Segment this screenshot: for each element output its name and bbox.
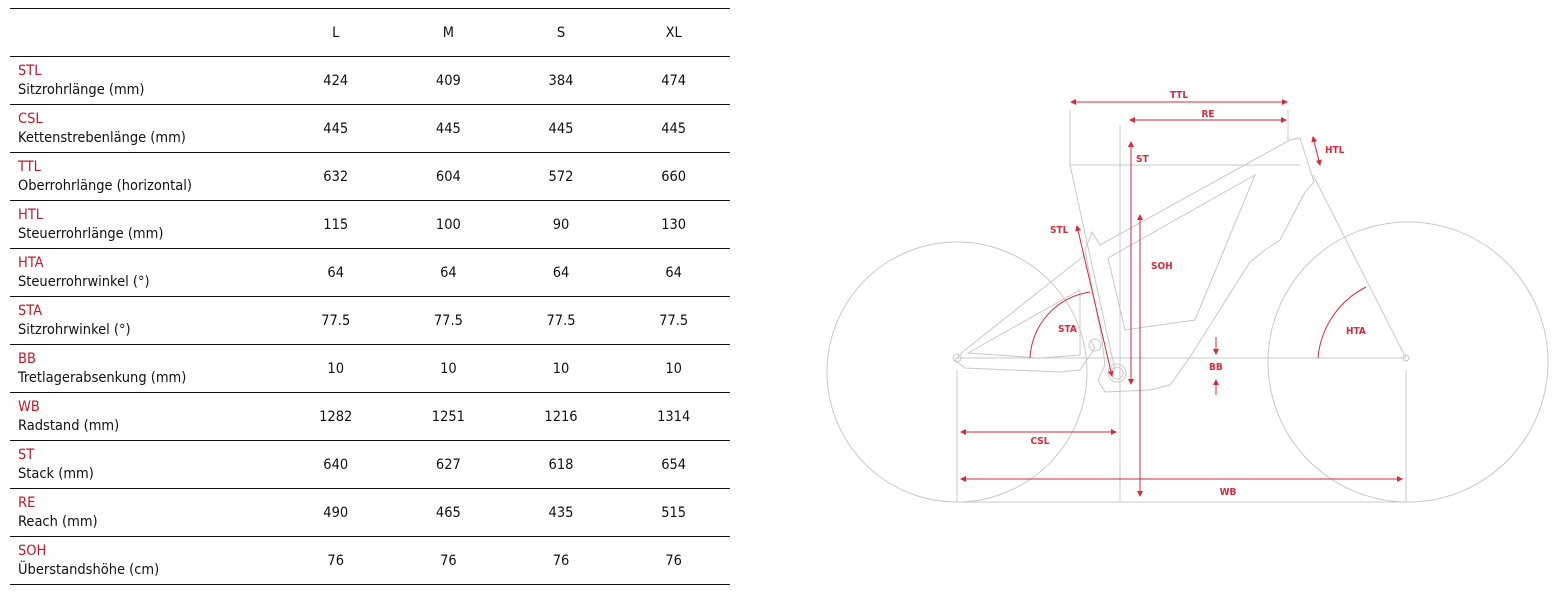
row-name: Radstand (mm) bbox=[18, 417, 120, 434]
row-name: Stack (mm) bbox=[18, 465, 94, 482]
row-code: ST bbox=[18, 446, 35, 463]
cell-value: 409 bbox=[392, 56, 505, 105]
cell-value: 10 bbox=[392, 344, 505, 393]
cell-value: 130 bbox=[617, 200, 730, 249]
row-name: Überstandshöhe (cm) bbox=[18, 561, 160, 578]
cell-value: 64 bbox=[617, 248, 730, 297]
cell-value: 654 bbox=[617, 440, 730, 489]
cell-value: 660 bbox=[617, 152, 730, 201]
column-header-l: L bbox=[279, 8, 393, 57]
row-code: HTA bbox=[18, 254, 44, 271]
cell-value: 1251 bbox=[392, 392, 505, 441]
row-label: BB Tretlagerabsenkung (mm) bbox=[10, 344, 280, 393]
row-code: SOH bbox=[18, 542, 47, 559]
label-csl: CSL bbox=[1031, 436, 1050, 447]
cell-value: 445 bbox=[279, 104, 393, 153]
label-htl: HTL bbox=[1325, 145, 1345, 156]
row-name: Oberrohrlänge (horizontal) bbox=[18, 177, 192, 194]
row-code: WB bbox=[18, 398, 40, 415]
row-code: RE bbox=[18, 494, 36, 511]
row-name: Steuerrohrlänge (mm) bbox=[18, 225, 164, 242]
label-ttl: TTL bbox=[1170, 90, 1189, 101]
cell-value: 424 bbox=[279, 56, 393, 105]
row-code: STA bbox=[18, 302, 43, 319]
cell-value: 632 bbox=[279, 152, 393, 201]
row-code: TTL bbox=[18, 158, 41, 175]
label-hta: HTA bbox=[1346, 326, 1366, 337]
cell-value: 1216 bbox=[504, 392, 618, 441]
row-label: SOH Überstandshöhe (cm) bbox=[10, 536, 280, 585]
cell-value: 76 bbox=[504, 536, 618, 585]
label-soh: SOH bbox=[1151, 261, 1173, 272]
cell-value: 76 bbox=[279, 536, 393, 585]
cell-value: 90 bbox=[504, 200, 618, 249]
label-wb: WB bbox=[1220, 487, 1237, 498]
row-name: Sitzrohrwinkel (°) bbox=[18, 321, 131, 338]
row-name: Tretlagerabsenkung (mm) bbox=[18, 369, 187, 386]
cell-value: 77.5 bbox=[504, 296, 618, 345]
cell-value: 435 bbox=[504, 488, 618, 537]
dimension-lines bbox=[960, 99, 1403, 497]
column-header-s: S bbox=[504, 8, 618, 57]
row-code: STL bbox=[18, 62, 42, 79]
row-code: HTL bbox=[18, 206, 44, 223]
header-blank bbox=[10, 8, 280, 57]
cell-value: 1282 bbox=[279, 392, 393, 441]
cell-value: 640 bbox=[279, 440, 393, 489]
label-stl: STL bbox=[1050, 225, 1069, 236]
row-label: CSL Kettenstrebenlänge (mm) bbox=[10, 104, 280, 153]
row-code: BB bbox=[18, 350, 36, 367]
cell-value: 76 bbox=[392, 536, 505, 585]
cell-value: 100 bbox=[392, 200, 505, 249]
cell-value: 572 bbox=[504, 152, 618, 201]
cell-value: 77.5 bbox=[617, 296, 730, 345]
row-label: TTL Oberrohrlänge (horizontal) bbox=[10, 152, 280, 201]
label-bb: BB bbox=[1209, 362, 1223, 373]
row-label: HTL Steuerrohrlänge (mm) bbox=[10, 200, 280, 249]
cell-value: 10 bbox=[279, 344, 393, 393]
row-code: CSL bbox=[18, 110, 43, 127]
label-re: RE bbox=[1201, 109, 1214, 120]
cell-value: 445 bbox=[504, 104, 618, 153]
front-wheel bbox=[1267, 221, 1549, 503]
cell-value: 604 bbox=[392, 152, 505, 201]
row-name: Steuerrohrwinkel (°) bbox=[18, 273, 150, 290]
label-sta: STA bbox=[1058, 324, 1077, 335]
cell-value: 445 bbox=[392, 104, 505, 153]
cell-value: 618 bbox=[504, 440, 618, 489]
cell-value: 10 bbox=[504, 344, 618, 393]
column-header-m: M bbox=[392, 8, 505, 57]
row-name: Kettenstrebenlänge (mm) bbox=[18, 129, 186, 146]
frame-outline bbox=[826, 110, 1549, 503]
cell-value: 76 bbox=[617, 536, 730, 585]
label-st: ST bbox=[1136, 154, 1149, 165]
cell-value: 445 bbox=[617, 104, 730, 153]
row-label: RE Reach (mm) bbox=[10, 488, 280, 537]
cell-value: 1314 bbox=[617, 392, 730, 441]
row-name: Reach (mm) bbox=[18, 513, 98, 530]
cell-value: 474 bbox=[617, 56, 730, 105]
cell-value: 77.5 bbox=[279, 296, 393, 345]
row-name: Sitzrohrlänge (mm) bbox=[18, 81, 145, 98]
cell-value: 490 bbox=[279, 488, 393, 537]
row-label: ST Stack (mm) bbox=[10, 440, 280, 489]
row-label: HTA Steuerrohrwinkel (°) bbox=[10, 248, 280, 297]
